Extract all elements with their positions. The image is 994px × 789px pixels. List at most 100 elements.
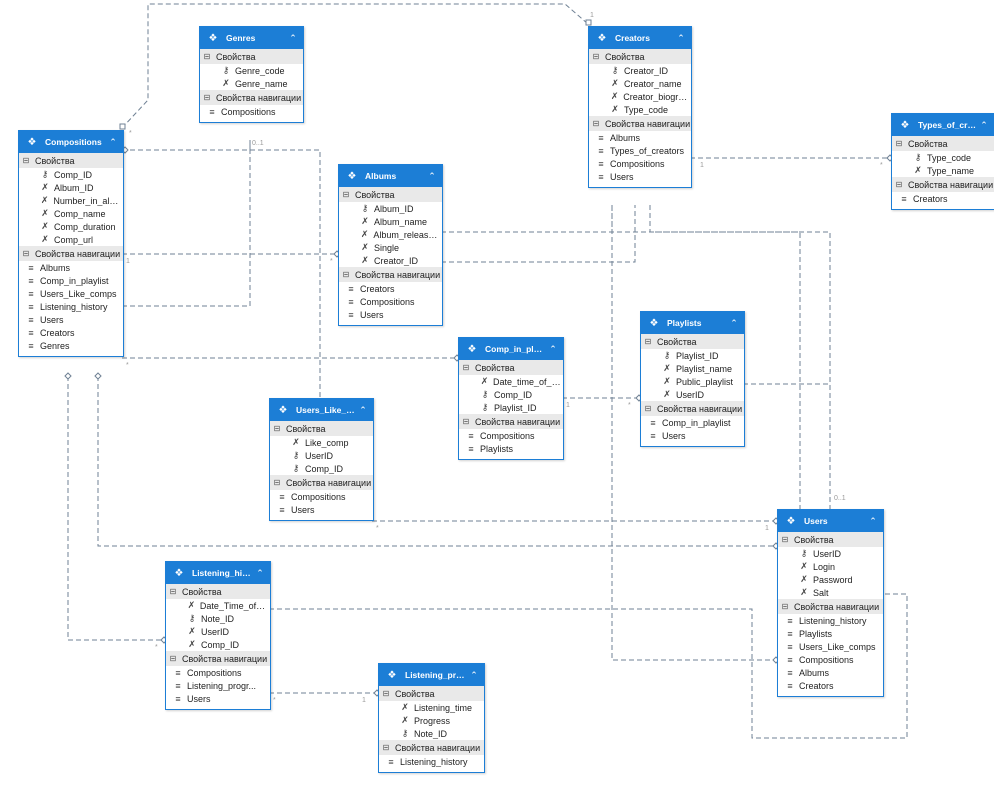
entity-creators[interactable]: ❖Creators⌃⊟Свойства⚷Creator_ID✗Creator_n… [588,26,692,188]
property-row[interactable]: ⚷Genre_code [200,64,303,77]
property-row[interactable]: ✗Salt [778,586,883,599]
navigation-property-row[interactable]: ≡Users [19,313,123,326]
property-row[interactable]: ✗Type_code [589,103,691,116]
property-row[interactable]: ⚷Note_ID [166,612,270,625]
navigation-property-row[interactable]: ≡Compositions [459,429,563,442]
navigation-property-row[interactable]: ≡Listening_history [379,755,484,768]
chevron-up-icon[interactable]: ⌃ [869,515,877,526]
navigation-property-row[interactable]: ≡Users [641,429,744,442]
navigation-property-row[interactable]: ≡Playlists [778,627,883,640]
property-row[interactable]: ⚷Playlist_ID [641,349,744,362]
collapse-toggle-icon[interactable]: ⊟ [895,139,903,148]
chevron-up-icon[interactable]: ⌃ [677,32,685,43]
chevron-up-icon[interactable]: ⌃ [730,317,738,328]
property-row[interactable]: ✗Genre_name [200,77,303,90]
property-row[interactable]: ✗Number_in_album [19,194,123,207]
chevron-up-icon[interactable]: ⌃ [109,136,117,147]
entity-header[interactable]: ❖Users⌃ [778,510,883,532]
navigation-property-row[interactable]: ≡Compositions [270,490,373,503]
properties-section-header[interactable]: ⊟Свойства [892,136,994,151]
entity-header[interactable]: ❖Users_Like_co...⌃ [270,399,373,421]
property-row[interactable]: ⚷Album_ID [339,202,442,215]
property-row[interactable]: ⚷UserID [270,449,373,462]
property-row[interactable]: ✗Creator_biograp... [589,90,691,103]
navigation-property-row[interactable]: ≡Types_of_creators [589,144,691,157]
property-row[interactable]: ✗Public_playlist [641,375,744,388]
entity-header[interactable]: ❖Creators⌃ [589,27,691,49]
navigation-property-row[interactable]: ≡Compositions [200,105,303,118]
property-row[interactable]: ✗Comp_ID [166,638,270,651]
property-row[interactable]: ⚷Playlist_ID [459,401,563,414]
properties-section-header[interactable]: ⊟Свойства [459,360,563,375]
property-row[interactable]: ⚷Type_code [892,151,994,164]
chevron-up-icon[interactable]: ⌃ [470,669,478,680]
property-row[interactable]: ✗Album_name [339,215,442,228]
collapse-toggle-icon[interactable]: ⊟ [22,249,30,258]
navigation-property-row[interactable]: ≡Compositions [778,653,883,666]
property-row[interactable]: ✗Progress [379,714,484,727]
collapse-toggle-icon[interactable]: ⊟ [342,190,350,199]
property-row[interactable]: ✗Creator_name [589,77,691,90]
entity-playlists[interactable]: ❖Playlists⌃⊟Свойства⚷Playlist_ID✗Playlis… [640,311,745,447]
entity-listening-history[interactable]: ❖Listening_hist...⌃⊟Свойства✗Date_Time_o… [165,561,271,710]
entity-comp-in-playlist[interactable]: ❖Comp_in_playli...⌃⊟Свойства✗Date_time_o… [458,337,564,460]
entity-listening-progress[interactable]: ❖Listening_pro...⌃⊟Свойства✗Listening_ti… [378,663,485,773]
property-row[interactable]: ✗Comp_url [19,233,123,246]
property-row[interactable]: ⚷Comp_ID [270,462,373,475]
property-row[interactable]: ⚷Creator_ID [589,64,691,77]
collapse-toggle-icon[interactable]: ⊟ [462,417,470,426]
navigation-property-row[interactable]: ≡Comp_in_playlist [19,274,123,287]
collapse-toggle-icon[interactable]: ⊟ [203,52,211,61]
property-row[interactable]: ✗Date_Time_of_lis... [166,599,270,612]
chevron-up-icon[interactable]: ⌃ [359,404,367,415]
entity-header[interactable]: ❖Listening_pro...⌃ [379,664,484,686]
property-row[interactable]: ✗UserID [641,388,744,401]
entity-header[interactable]: ❖Playlists⌃ [641,312,744,334]
entity-users-like-comps[interactable]: ❖Users_Like_co...⌃⊟Свойства✗Like_comp⚷Us… [269,398,374,521]
navigation-property-row[interactable]: ≡Users [166,692,270,705]
collapse-toggle-icon[interactable]: ⊟ [273,424,281,433]
navigation-property-row[interactable]: ≡Compositions [339,295,442,308]
chevron-up-icon[interactable]: ⌃ [289,32,297,43]
entity-header[interactable]: ❖Types_of_crea...⌃ [892,114,994,136]
properties-section-header[interactable]: ⊟Свойства [589,49,691,64]
navigation-property-row[interactable]: ≡Creators [19,326,123,339]
navigation-property-row[interactable]: ≡Compositions [166,666,270,679]
navigation-section-header[interactable]: ⊟Свойства навигации [379,740,484,755]
navigation-property-row[interactable]: ≡Comp_in_playlist [641,416,744,429]
entity-compositions[interactable]: ❖Compositions⌃⊟Свойства⚷Comp_ID✗Album_ID… [18,130,124,357]
properties-section-header[interactable]: ⊟Свойства [379,686,484,701]
collapse-toggle-icon[interactable]: ⊟ [781,535,789,544]
property-row[interactable]: ✗Comp_name [19,207,123,220]
collapse-toggle-icon[interactable]: ⊟ [592,119,600,128]
entity-header[interactable]: ❖Genres⌃ [200,27,303,49]
property-row[interactable]: ✗Playlist_name [641,362,744,375]
collapse-toggle-icon[interactable]: ⊟ [895,180,903,189]
chevron-up-icon[interactable]: ⌃ [549,343,557,354]
properties-section-header[interactable]: ⊟Свойства [270,421,373,436]
navigation-property-row[interactable]: ≡Users [339,308,442,321]
navigation-section-header[interactable]: ⊟Свойства навигации [778,599,883,614]
navigation-property-row[interactable]: ≡Albums [589,131,691,144]
collapse-toggle-icon[interactable]: ⊟ [22,156,30,165]
entity-header[interactable]: ❖Compositions⌃ [19,131,123,153]
collapse-toggle-icon[interactable]: ⊟ [382,743,390,752]
navigation-property-row[interactable]: ≡Albums [778,666,883,679]
collapse-toggle-icon[interactable]: ⊟ [644,337,652,346]
entity-albums[interactable]: ❖Albums⌃⊟Свойства⚷Album_ID✗Album_name✗Al… [338,164,443,326]
entity-header[interactable]: ❖Albums⌃ [339,165,442,187]
navigation-property-row[interactable]: ≡Listening_history [778,614,883,627]
properties-section-header[interactable]: ⊟Свойства [19,153,123,168]
entity-users[interactable]: ❖Users⌃⊟Свойства⚷UserID✗Login✗Password✗S… [777,509,884,697]
navigation-section-header[interactable]: ⊟Свойства навигации [339,267,442,282]
collapse-toggle-icon[interactable]: ⊟ [644,404,652,413]
property-row[interactable]: ⚷UserID [778,547,883,560]
properties-section-header[interactable]: ⊟Свойства [200,49,303,64]
navigation-property-row[interactable]: ≡Creators [339,282,442,295]
property-row[interactable]: ✗Like_comp [270,436,373,449]
navigation-property-row[interactable]: ≡Creators [892,192,994,205]
entity-header[interactable]: ❖Comp_in_playli...⌃ [459,338,563,360]
navigation-section-header[interactable]: ⊟Свойства навигации [200,90,303,105]
property-row[interactable]: ✗Password [778,573,883,586]
properties-section-header[interactable]: ⊟Свойства [339,187,442,202]
